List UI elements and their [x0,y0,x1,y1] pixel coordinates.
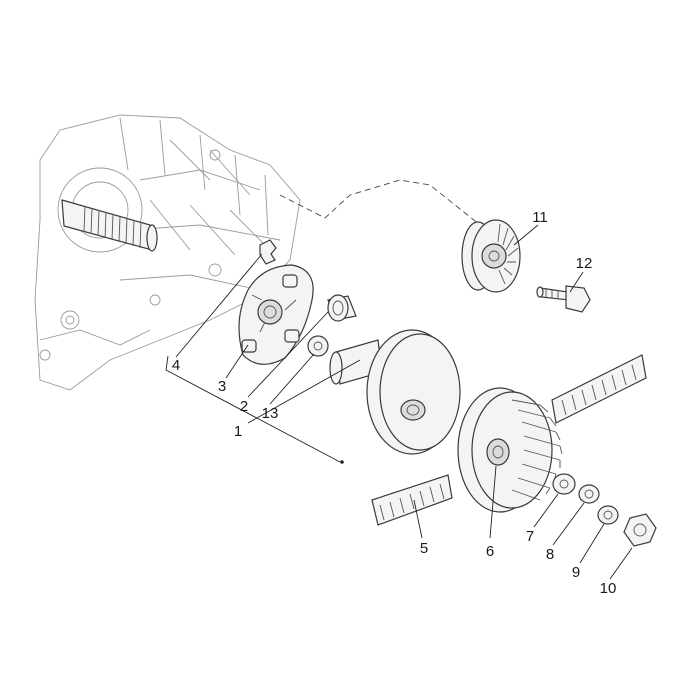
variator-pulley [329,329,461,455]
callout-1: 1 [234,423,242,440]
callout-8: 8 [546,546,554,563]
ramp-plate [238,264,314,365]
callout-11: 11 [532,209,548,226]
bolt [536,285,591,313]
fan-pulley [457,387,563,513]
drive-shaft [61,199,158,252]
idler-roller [461,219,521,293]
assembly-bracket [165,355,341,463]
callout-4: 4 [172,357,180,374]
callout-13: 13 [262,405,279,422]
callout-10: 10 [600,580,617,597]
bracket-end-dot [340,460,344,464]
bushing [327,294,357,322]
assembly-axis-line [279,179,481,226]
callout-12: 12 [576,255,593,272]
spacer-ring [307,335,329,357]
callout-3: 3 [218,378,226,395]
callout-6: 6 [486,543,494,560]
callout-2: 2 [240,398,248,415]
retaining-clip [259,239,277,265]
callout-5: 5 [420,540,428,557]
callout-9: 9 [572,564,580,581]
callout-7: 7 [526,528,534,545]
drive-belt [371,354,647,526]
washer [552,473,576,495]
leader-lines [175,224,633,580]
spring-washer [578,484,600,504]
flat-washer [597,505,619,525]
nut [623,513,657,547]
